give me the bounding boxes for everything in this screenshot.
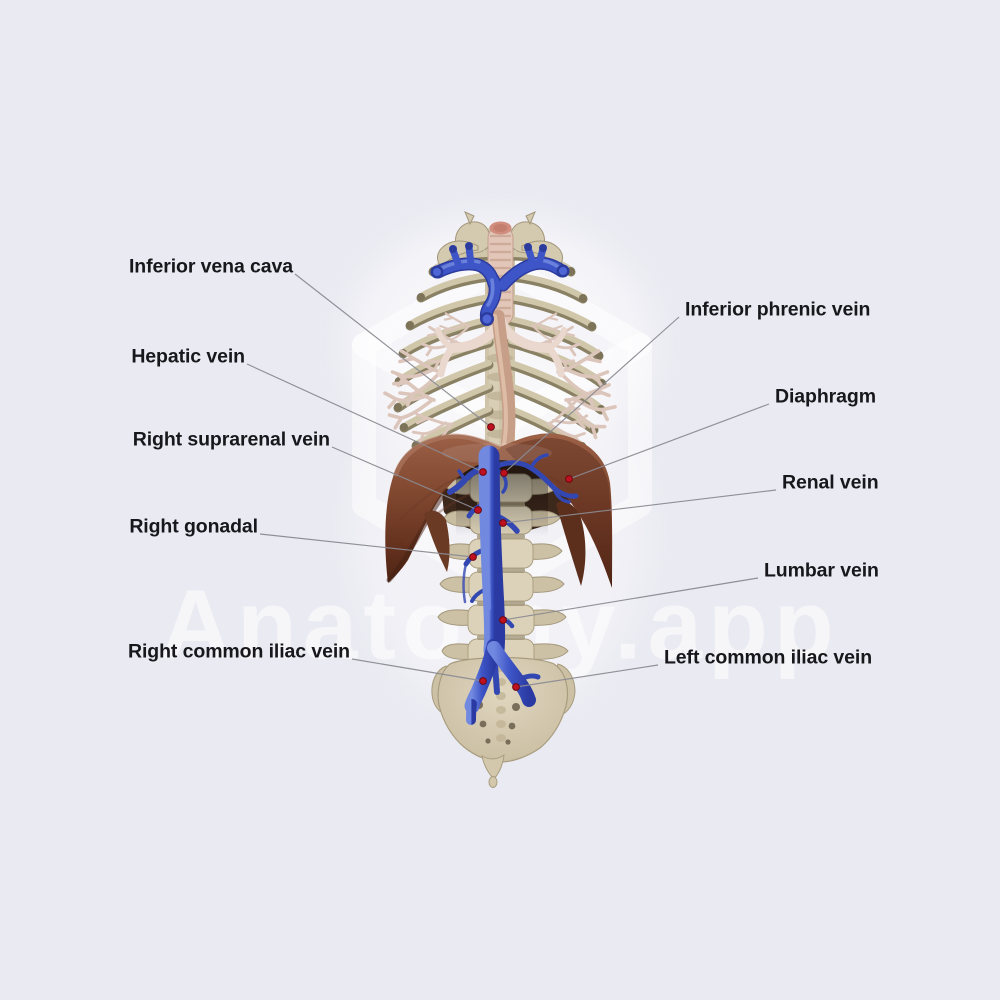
- target-dot: [512, 683, 520, 691]
- leader-line: [503, 316, 680, 474]
- target-dot: [474, 506, 482, 514]
- target-dots: [469, 423, 573, 691]
- leader-line: [502, 577, 759, 621]
- target-dot: [479, 468, 487, 476]
- target-dot: [499, 519, 507, 527]
- target-dot: [479, 677, 487, 685]
- leader-line: [246, 363, 484, 473]
- esophagus: [491, 309, 516, 459]
- leader-line: [351, 658, 484, 682]
- leader-line: [259, 533, 474, 558]
- leader-line: [331, 446, 479, 511]
- leader-line: [515, 664, 659, 688]
- target-dot: [487, 423, 495, 431]
- leader-lines: [246, 273, 777, 688]
- sacrum: [431, 657, 576, 788]
- target-dot: [500, 469, 508, 477]
- leader-line: [502, 489, 777, 524]
- coccyx: [481, 753, 505, 780]
- upper-veins: [430, 242, 570, 326]
- leader-line: [568, 403, 770, 480]
- target-dot: [565, 475, 573, 483]
- inferior-vena-cava: [447, 445, 579, 725]
- target-dot: [499, 616, 507, 624]
- leader-line: [294, 273, 492, 428]
- target-dot: [469, 553, 477, 561]
